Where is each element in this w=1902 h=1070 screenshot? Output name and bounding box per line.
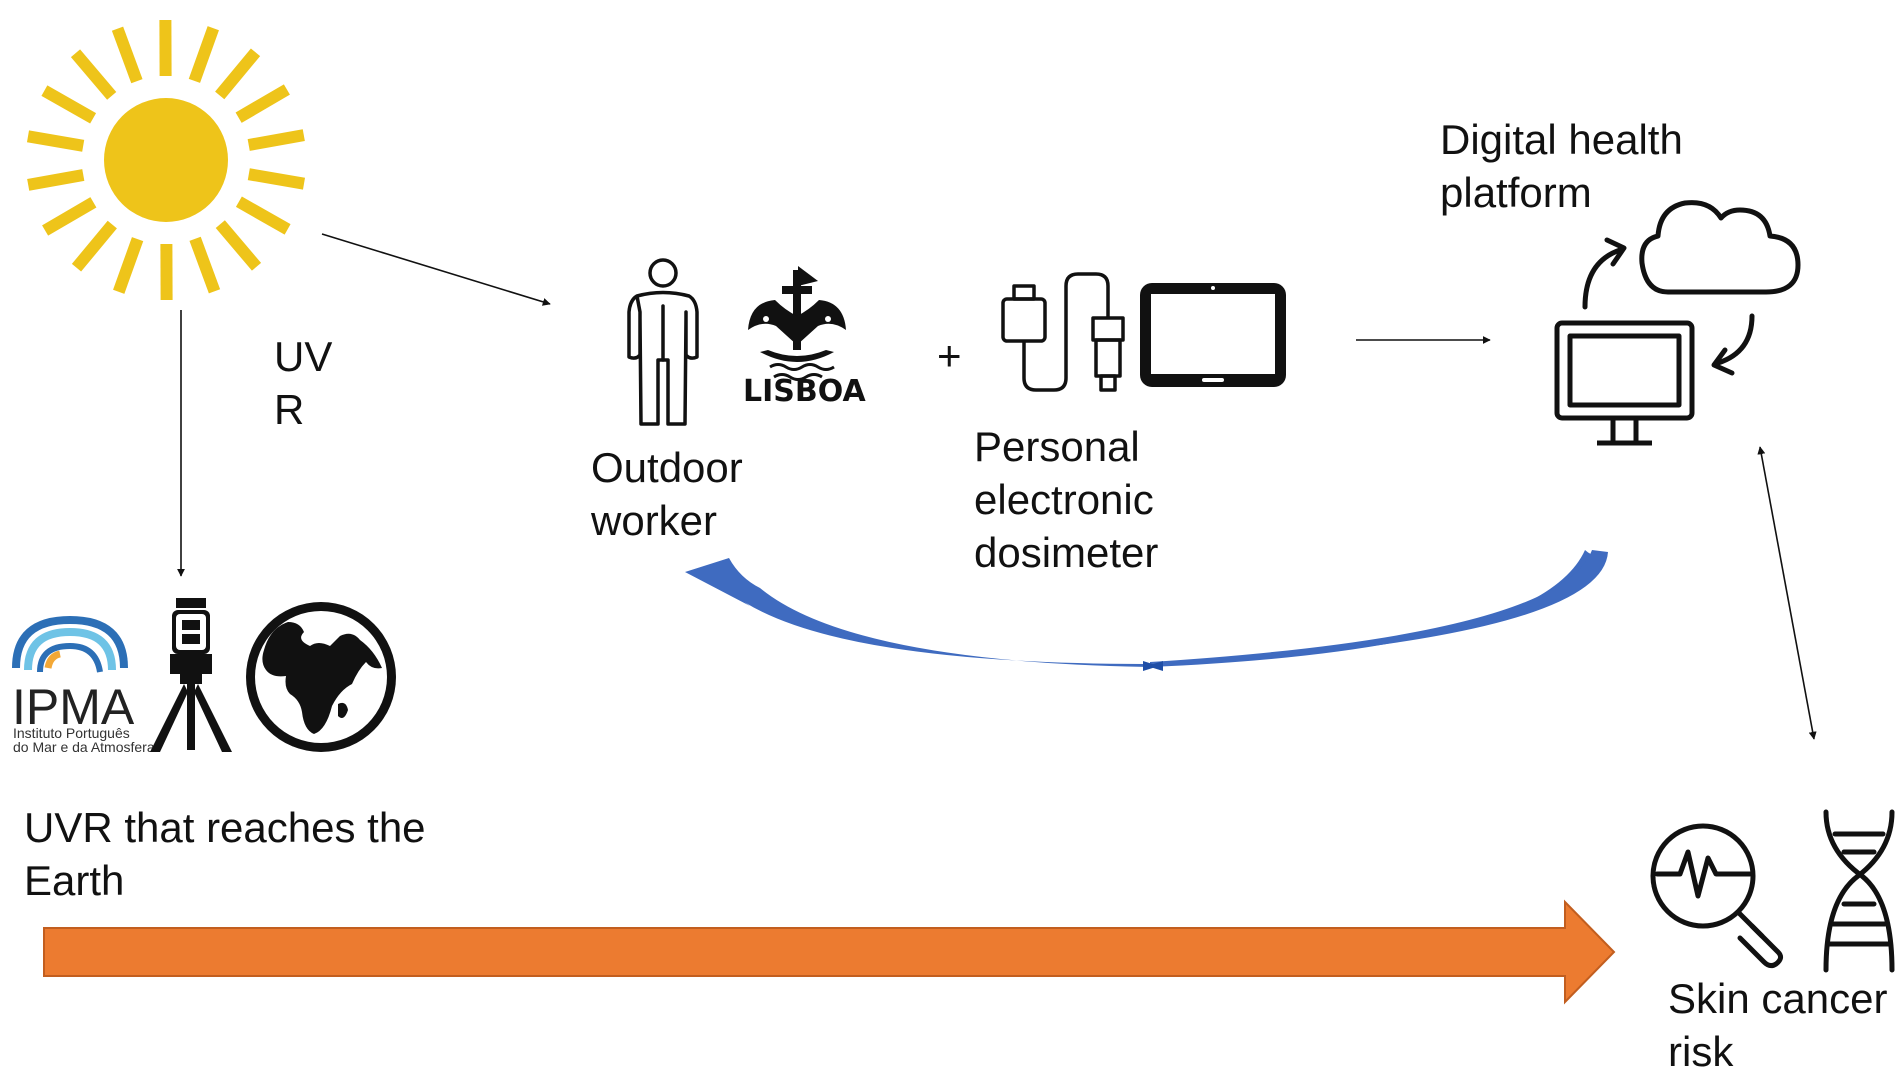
earth-uvr-label-line1: UVR that reaches the — [24, 804, 426, 851]
uvr-label-line2: R — [274, 386, 304, 433]
tablet-icon — [1140, 283, 1286, 387]
sun-ray — [41, 85, 97, 124]
feedback-arrow — [685, 550, 1608, 671]
sun-ray — [215, 48, 261, 100]
dosimeter-label-line3: dosimeter — [974, 529, 1158, 576]
platform-skin-risk-double-arrow — [1757, 446, 1817, 740]
outdoor-worker-label-line1: Outdoor — [591, 444, 743, 491]
sun-ray — [27, 169, 85, 191]
dna-icon — [1823, 809, 1895, 973]
sun-ray — [189, 236, 221, 294]
skin-cancer-label-line1: Skin cancer — [1668, 975, 1887, 1022]
sun-ray — [235, 84, 290, 123]
platform-label-line1: Digital health — [1440, 116, 1683, 163]
magnifier-pulse-icon — [1650, 823, 1784, 969]
plus-sign: + — [937, 332, 962, 379]
sun-ray — [70, 49, 117, 100]
ipma-subtitle-line1: Instituto Português — [13, 725, 130, 741]
sun-ray — [247, 168, 306, 190]
outdoor-worker-label-line2: worker — [590, 497, 717, 544]
lisboa-logo-text: LISBOA — [743, 374, 866, 409]
usb-cable-icon — [1001, 272, 1125, 392]
weather-station-icon — [150, 598, 232, 752]
ipma-logo: IPMA Instituto Português do Mar e da Atm… — [12, 615, 155, 755]
dosimeter-label-line1: Personal — [974, 423, 1140, 470]
exposure-arrow — [43, 899, 1616, 1005]
uvr-label-line1: UV — [274, 333, 332, 380]
globe-icon — [246, 602, 396, 752]
cloud-icon — [1639, 200, 1801, 295]
platform-label-line2: platform — [1440, 169, 1592, 216]
sun-ray — [215, 220, 262, 271]
sun-ray — [111, 26, 143, 84]
sun-ray — [42, 197, 97, 236]
sun-ray — [188, 26, 219, 83]
monitor-icon — [1554, 320, 1695, 446]
sun-ray — [235, 196, 291, 235]
dosimeter-label-line2: electronic — [974, 476, 1154, 523]
ipma-subtitle-line2: do Mar e da Atmosfera — [13, 739, 155, 755]
sun-ray — [71, 220, 117, 272]
sun-ray — [247, 129, 305, 151]
skin-cancer-label-line2: risk — [1668, 1028, 1734, 1070]
ipma-logo-text: IPMA — [12, 679, 135, 735]
lisbon-ship-emblem-icon — [748, 266, 846, 381]
sun-ray — [26, 130, 85, 152]
earth-uvr-label-line2: Earth — [24, 857, 124, 904]
sun-ray — [113, 237, 144, 294]
sun-to-worker-arrow — [321, 233, 551, 306]
sync-arrows-icon — [1582, 237, 1755, 376]
sun-icon — [26, 19, 306, 301]
person-icon — [627, 258, 699, 426]
